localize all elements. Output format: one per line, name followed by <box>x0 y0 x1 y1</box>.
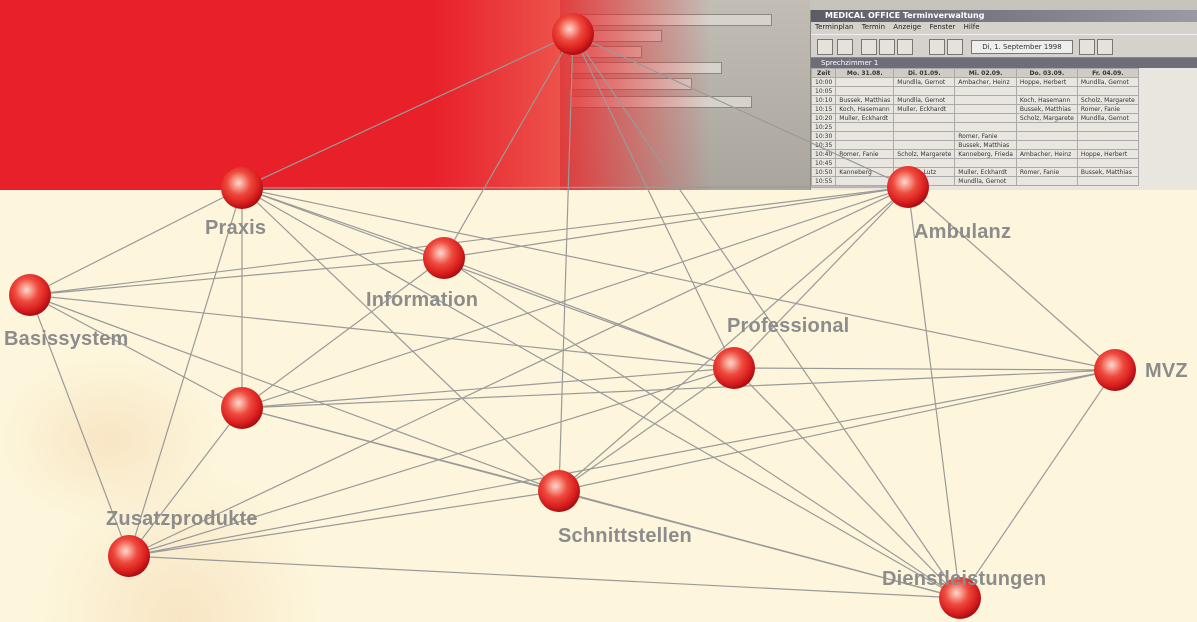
edge-information-mid <box>241 257 445 409</box>
red-header-band <box>0 0 620 190</box>
toolbar-icon[interactable] <box>879 39 895 55</box>
edge-basissystem-mid <box>29 294 243 409</box>
edge-schnittstellen-dienstleistungen <box>558 490 961 599</box>
date-field[interactable]: Di, 1. September 1998 <box>971 40 1073 54</box>
node-sphere-top <box>552 13 594 55</box>
edge-ambulanz-zusatzprodukte <box>128 186 909 557</box>
edge-schnittstellen-zusatzprodukte <box>128 490 560 557</box>
node-sphere-mid <box>221 387 263 429</box>
edge-basissystem-schnittstellen <box>29 294 560 492</box>
schedule-cell[interactable]: 10:55 <box>810 176 837 186</box>
software-screenshot-collage: MEDICAL OFFICE Terminverwaltung Terminpl… <box>560 0 1197 190</box>
node-sphere-mvz <box>1094 349 1136 391</box>
edge-ambulanz-professional <box>733 186 909 369</box>
edge-professional-schnittstellen <box>558 367 735 492</box>
edge-professional-dienstleistungen <box>733 367 961 599</box>
edge-professional-mid <box>241 367 735 409</box>
menu-item[interactable]: Termin <box>861 23 886 31</box>
edge-top-dienstleistungen <box>572 33 961 599</box>
edge-ambulanz-schnittstellen <box>558 186 909 492</box>
toolbar-icon[interactable] <box>897 39 913 55</box>
edge-layer <box>29 33 1116 599</box>
node-label-zusatzprodukte: Zusatzprodukte <box>106 508 258 530</box>
edge-ambulanz-mid <box>241 186 909 409</box>
node-sphere-praxis <box>221 167 263 209</box>
next-icon[interactable] <box>1079 39 1095 55</box>
menu-item[interactable]: Anzeige <box>893 23 922 31</box>
edge-mvz-schnittstellen <box>558 369 1116 492</box>
edge-mvz-zusatzprodukte <box>128 369 1116 557</box>
edge-basissystem-professional <box>29 294 735 369</box>
node-label-mvz: MVZ <box>1145 360 1188 382</box>
node-sphere-dienstleistungen <box>939 577 981 619</box>
node-sphere-professional <box>713 347 755 389</box>
menu-item[interactable]: Fenster <box>929 23 956 31</box>
node-label-ambulanz: Ambulanz <box>914 221 1012 243</box>
window-menubar: Terminplan Termin Anzeige Fenster Hilfe <box>811 22 1197 32</box>
edge-information-ambulanz <box>443 186 909 259</box>
edge-ambulanz-mvz <box>907 186 1116 371</box>
menu-item[interactable]: Hilfe <box>963 23 980 31</box>
node-layer <box>9 13 1136 619</box>
edge-praxis-basissystem <box>29 187 243 296</box>
edge-mvz-mid <box>241 369 1116 409</box>
edge-praxis-dienstleistungen <box>241 187 961 599</box>
grid-title: Sprechzimmer 1 <box>811 58 1197 68</box>
node-sphere-information <box>423 237 465 279</box>
edge-top-praxis <box>241 33 574 189</box>
node-sphere-zusatzprodukte <box>108 535 150 577</box>
window-toolbar: Di, 1. September 1998 <box>811 34 1197 58</box>
edge-basissystem-ambulanz <box>29 186 909 296</box>
edge-praxis-ambulanz <box>241 186 909 189</box>
window-titlebar: MEDICAL OFFICE Terminverwaltung <box>811 10 1197 22</box>
edge-top-information <box>443 33 574 259</box>
node-label-information: Information <box>366 289 479 311</box>
node-label-praxis: Praxis <box>205 217 267 239</box>
edge-top-professional <box>572 33 735 369</box>
next-icon[interactable] <box>1097 39 1113 55</box>
edge-professional-mvz <box>733 367 1116 371</box>
edge-mid-zusatzprodukte <box>128 407 243 557</box>
prev-icon[interactable] <box>947 39 963 55</box>
node-sphere-schnittstellen <box>538 470 580 512</box>
edge-praxis-professional <box>241 187 735 369</box>
toolbar-icon[interactable] <box>861 39 877 55</box>
edge-top-schnittstellen <box>558 33 574 492</box>
edge-praxis-schnittstellen <box>241 187 560 492</box>
edge-professional-zusatzprodukte <box>128 367 735 557</box>
node-label-dienstleistungen: Dienstleistungen <box>882 568 1047 590</box>
node-sphere-basissystem <box>9 274 51 316</box>
edge-mvz-dienstleistungen <box>959 369 1116 599</box>
node-label-basissystem: Basissystem <box>4 328 129 350</box>
edge-praxis-zusatzprodukte <box>128 187 243 557</box>
appointment-window: MEDICAL OFFICE Terminverwaltung Terminpl… <box>810 10 1197 190</box>
edge-basissystem-zusatzprodukte <box>29 294 130 557</box>
node-sphere-ambulanz <box>887 166 929 208</box>
toolbar-icon[interactable] <box>837 39 853 55</box>
node-label-professional: Professional <box>727 315 850 337</box>
toolbar-icon[interactable] <box>817 39 833 55</box>
edge-praxis-information <box>241 187 445 259</box>
menu-item[interactable]: Terminplan <box>815 23 854 31</box>
edge-information-dienstleistungen <box>443 257 961 599</box>
edge-zusatzprodukte-dienstleistungen <box>128 555 961 599</box>
schedule-cell[interactable] <box>1076 176 1139 186</box>
node-label-schnittstellen: Schnittstellen <box>558 525 692 547</box>
edge-praxis-mvz <box>241 187 1116 371</box>
edge-information-professional <box>443 257 735 369</box>
edge-top-ambulanz <box>572 33 909 188</box>
edge-basissystem-information <box>29 257 445 296</box>
edge-ambulanz-dienstleistungen <box>907 186 961 599</box>
prev-icon[interactable] <box>929 39 945 55</box>
